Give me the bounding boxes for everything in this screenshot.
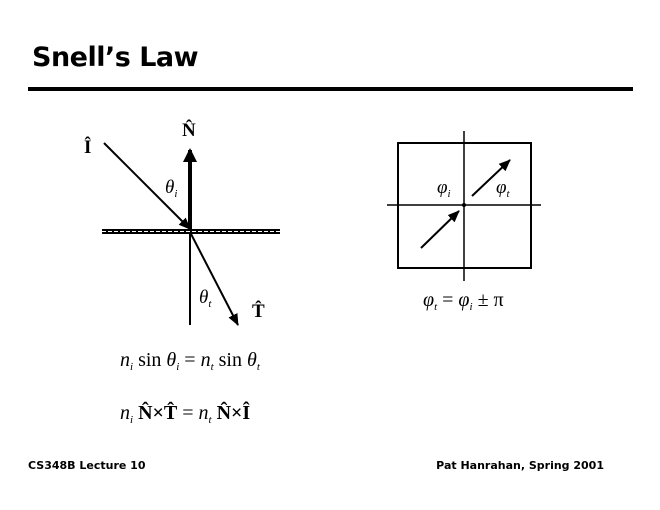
origin-dot [462,203,466,207]
transmitted-label: T̂ [252,301,265,322]
incident-ray-arrow [103,142,191,230]
phi-t-arrow [471,159,511,197]
normal-label: N̂ [182,120,196,141]
phi-t-label: φt [496,177,511,200]
snell-vector-equation: ni N̂×T̂ = nt N̂×Î [120,400,250,426]
slide-title: Snell’s Law [32,42,199,73]
interface-surface [102,229,280,234]
footer-author: Pat Hanrahan, Spring 2001 [436,459,604,472]
phi-i-arrow [420,210,460,249]
footer-course: CS348B Lecture 10 [28,459,146,472]
theta-t-label: θt [199,287,212,310]
transmitted-ray-arrow [189,231,239,326]
title-divider [28,87,633,91]
incident-label: Î [84,136,91,158]
phi-i-label: φi [437,177,451,200]
theta-i-label: θi [165,177,177,200]
snell-scalar-equation: ni sin θi = nt sin θt [120,349,261,373]
azimuth-equation: φt = φi ± π [423,289,504,313]
